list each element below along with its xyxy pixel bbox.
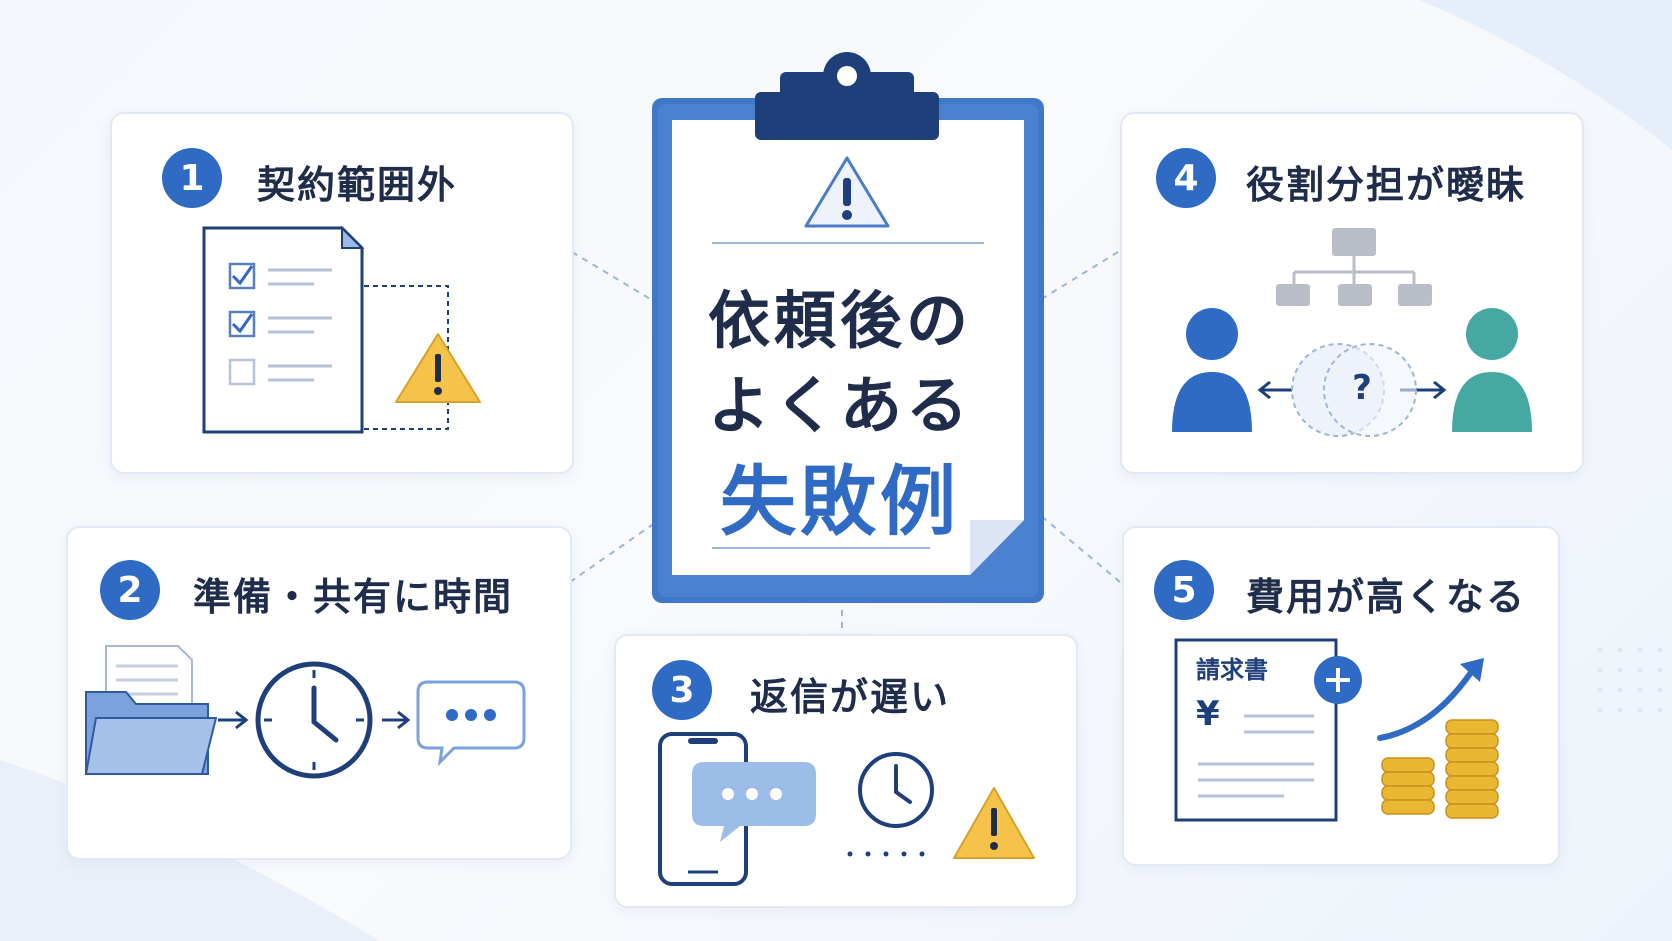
phone-clock-warning-icon	[658, 732, 1035, 886]
checklist-warning-icon	[202, 225, 481, 434]
card-title: 契約範囲外	[257, 163, 458, 207]
main-title-line2: よくある	[707, 369, 972, 442]
yen-symbol: ¥	[1196, 694, 1220, 734]
card-out-of-scope: 1 契約範囲外	[110, 112, 574, 474]
number-badge: 2	[100, 560, 160, 620]
number-badge: 5	[1154, 560, 1214, 620]
number-badge: 4	[1156, 148, 1216, 208]
connector-lines	[569, 251, 1121, 634]
main-title-line3: 失敗例	[720, 457, 960, 546]
card-slow-reply: 3 返信が遅い	[614, 634, 1078, 908]
invoice-cost-rise-icon	[1174, 638, 1499, 822]
card-title: 役割分担が曖昧	[1246, 163, 1527, 207]
card-title: 費用が高くなる	[1246, 575, 1527, 619]
card-preparation-time: 2 準備・共有に時間	[66, 526, 572, 860]
card-unclear-roles: 4 役割分担が曖昧 ?	[1120, 112, 1584, 474]
number-badge: 1	[162, 148, 222, 208]
card-higher-cost: 5 費用が高くなる	[1122, 526, 1560, 866]
number-badge: 3	[652, 660, 712, 720]
card-title: 返信が遅い	[750, 675, 951, 719]
question-mark: ?	[1352, 368, 1372, 408]
invoice-label: 請求書	[1196, 656, 1268, 684]
clipboard-icon	[652, 52, 1044, 603]
main-title-line1: 依頼後の	[707, 284, 972, 357]
role-confusion-icon	[1172, 228, 1532, 437]
folder-clock-chat-icon	[84, 645, 526, 779]
card-title: 準備・共有に時間	[193, 575, 514, 619]
